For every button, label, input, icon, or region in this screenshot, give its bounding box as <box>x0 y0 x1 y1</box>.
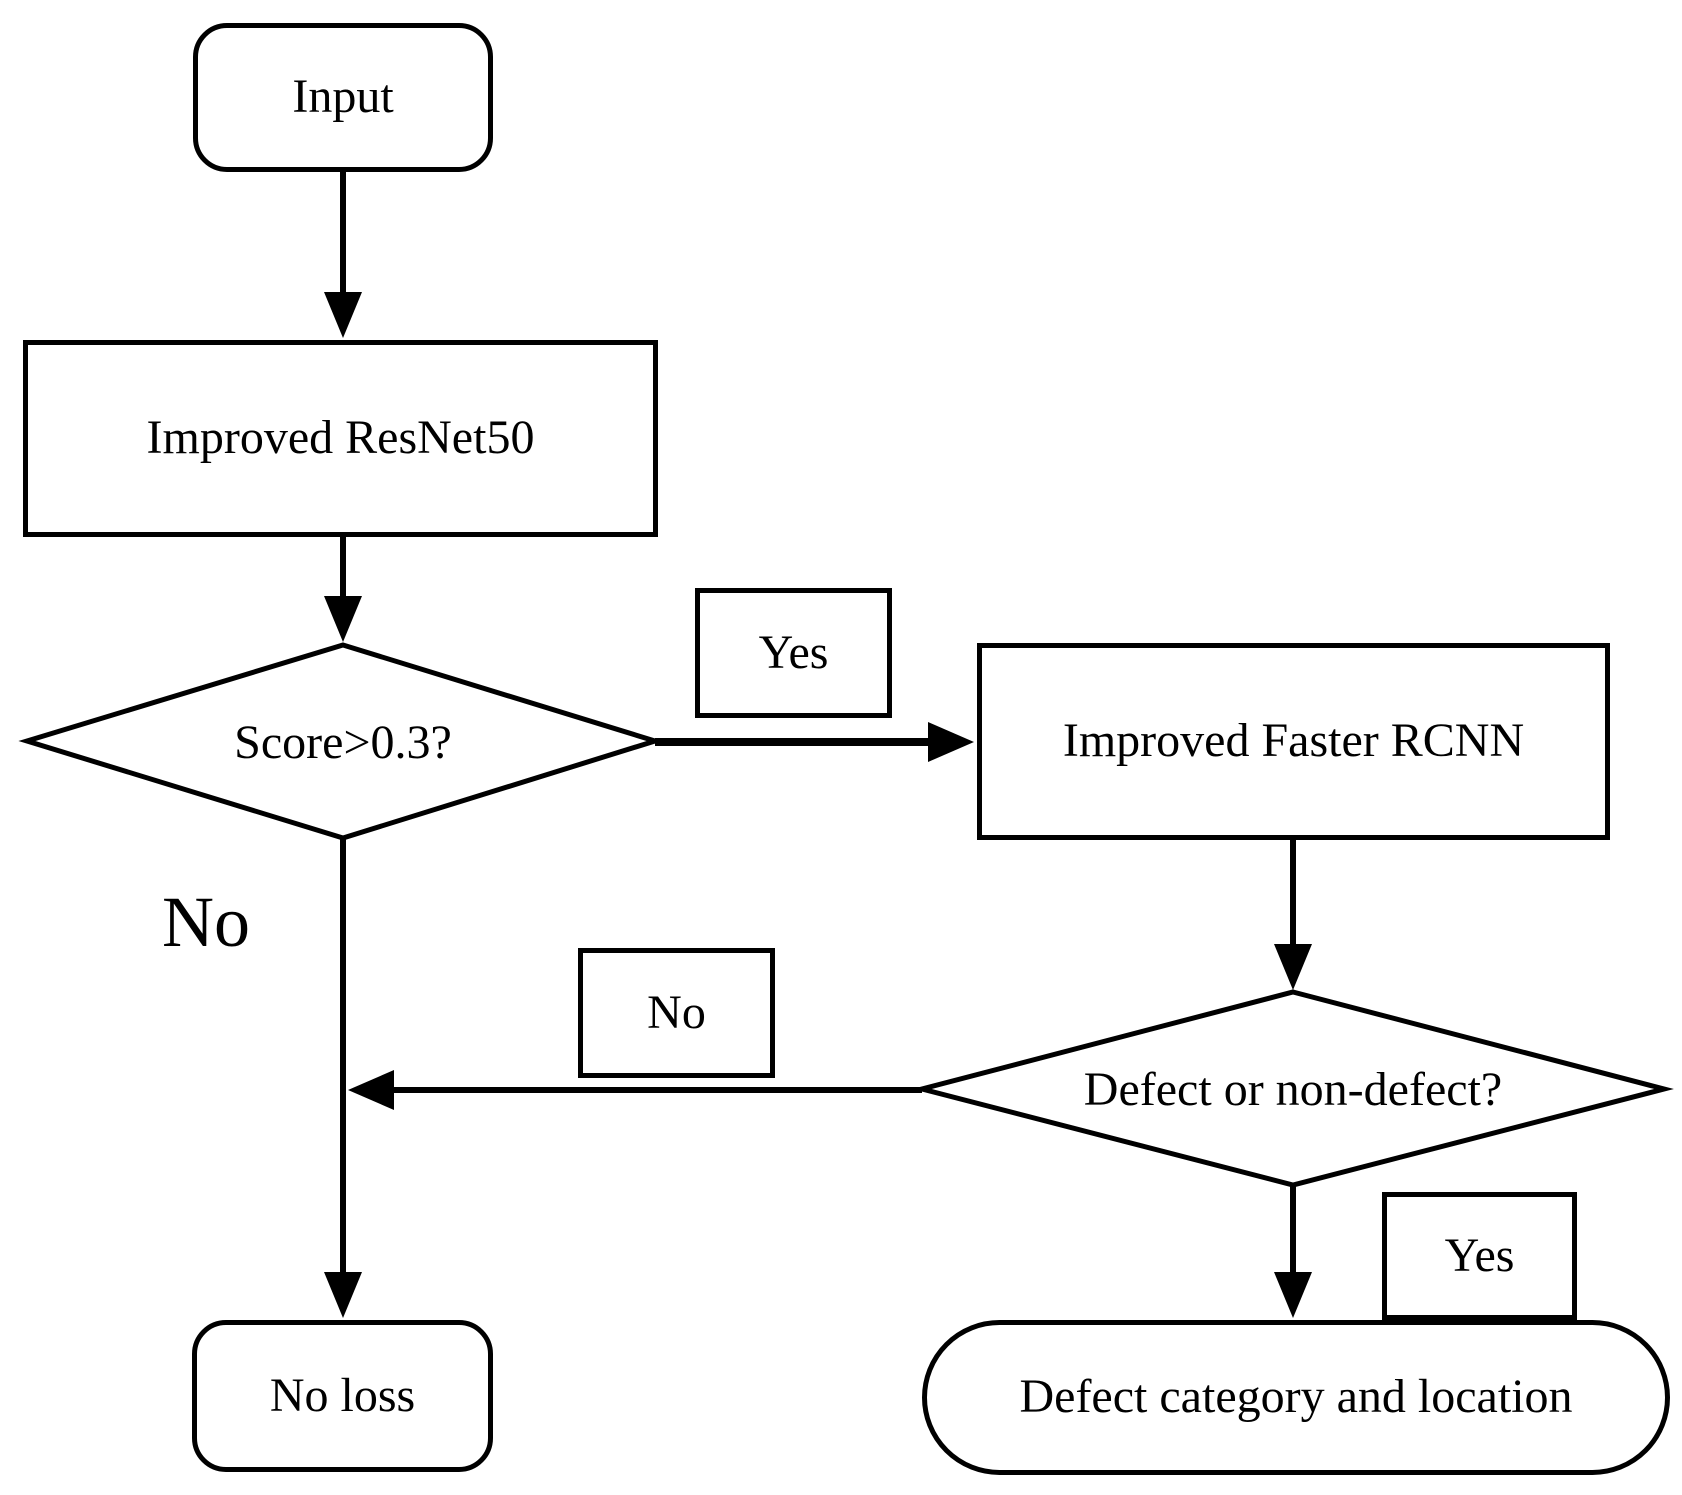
node-no-loss: No loss <box>192 1320 493 1472</box>
node-defect-category-location: Defect category and location <box>922 1320 1670 1475</box>
diamond-defect-decision <box>912 989 1674 1188</box>
arrowhead-input-resnet <box>324 292 362 338</box>
edge-label-yes-bottom: Yes <box>1382 1192 1577 1320</box>
node-defect-category-location-label: Defect category and location <box>1019 1370 1573 1424</box>
node-no-loss-label: No loss <box>269 1368 416 1422</box>
edge-label-yes-top: Yes <box>695 588 892 718</box>
edge-label-no-mid-text: No <box>647 985 706 1039</box>
arrowhead-defect-junction <box>348 1070 394 1110</box>
edge-label-yes-bottom-text: Yes <box>1444 1228 1515 1282</box>
edge-label-no-mid: No <box>578 948 775 1078</box>
node-improved-faster-rcnn-label: Improved Faster RCNN <box>1062 714 1525 768</box>
node-input: Input <box>193 23 493 172</box>
diamond-score-decision-label: Score>0.3? <box>234 715 452 769</box>
node-input-label: Input <box>292 70 394 124</box>
arrowhead-score-rcnn <box>928 722 974 762</box>
edge-label-no-branch: No <box>162 881 250 962</box>
node-improved-resnet50: Improved ResNet50 <box>23 340 658 537</box>
arrowhead-defect-output <box>1274 1272 1312 1318</box>
arrowhead-rcnn-defect <box>1274 944 1312 990</box>
diamond-defect-decision-label: Defect or non-defect? <box>1083 1062 1503 1116</box>
arrowhead-score-noloss <box>324 1272 362 1318</box>
arrowhead-resnet-score <box>324 596 362 642</box>
node-improved-faster-rcnn: Improved Faster RCNN <box>977 643 1610 840</box>
node-improved-resnet50-label: Improved ResNet50 <box>146 411 535 465</box>
diamond-score-decision <box>18 642 664 841</box>
edge-label-yes-top-text: Yes <box>758 625 829 679</box>
